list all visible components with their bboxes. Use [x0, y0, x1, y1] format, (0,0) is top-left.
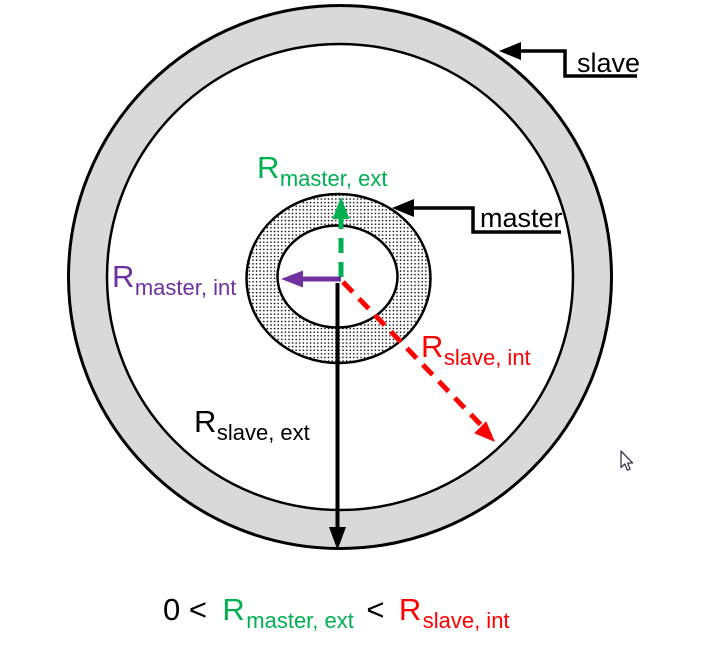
r-slave-int-arrowhead [474, 421, 495, 442]
r-master-ext-label-sub: master, ext [280, 166, 388, 191]
formula-lhs: 0 < [163, 592, 207, 627]
r-master-int-label-main: R [112, 259, 134, 294]
formula-term2-main: R [399, 592, 421, 627]
formula-term1-main: R [222, 592, 244, 627]
master-callout-line [404, 206, 561, 234]
r-slave-ext-arrowhead [329, 527, 346, 550]
r-master-int-label: R master, int [112, 259, 236, 300]
slave-callout-label: slave [577, 48, 640, 78]
r-slave-int-arrow-shaft [341, 280, 483, 427]
formula-term1-sub: master, ext [246, 608, 354, 633]
master-callout-arrowhead [392, 199, 414, 217]
r-slave-ext-label: R slave, ext [194, 404, 310, 445]
formula-term2-sub: slave, int [423, 608, 510, 633]
mouse-cursor-icon [620, 450, 634, 471]
formula-op: < [366, 592, 384, 627]
slave-callout-line [510, 49, 637, 78]
mouse-cursor-shape [620, 450, 634, 471]
r-slave-int-label: R slave, int [421, 329, 531, 370]
r-master-int-label-sub: master, int [135, 275, 236, 300]
constraint-formula: 0 < R master, ext < R slave, int [163, 592, 510, 633]
r-slave-ext-label-sub: slave, ext [217, 420, 310, 445]
slave-callout-arrowhead [499, 42, 521, 60]
r-master-ext-label: R master, ext [257, 150, 387, 191]
r-slave-ext-label-main: R [194, 404, 216, 439]
master-callout-label: master [480, 203, 563, 233]
r-master-ext-label-main: R [257, 150, 279, 185]
r-master-int-arrowhead [281, 270, 303, 288]
r-slave-int-label-sub: slave, int [444, 345, 531, 370]
r-master-ext-arrowhead [332, 197, 350, 219]
r-slave-int-label-main: R [421, 329, 443, 364]
